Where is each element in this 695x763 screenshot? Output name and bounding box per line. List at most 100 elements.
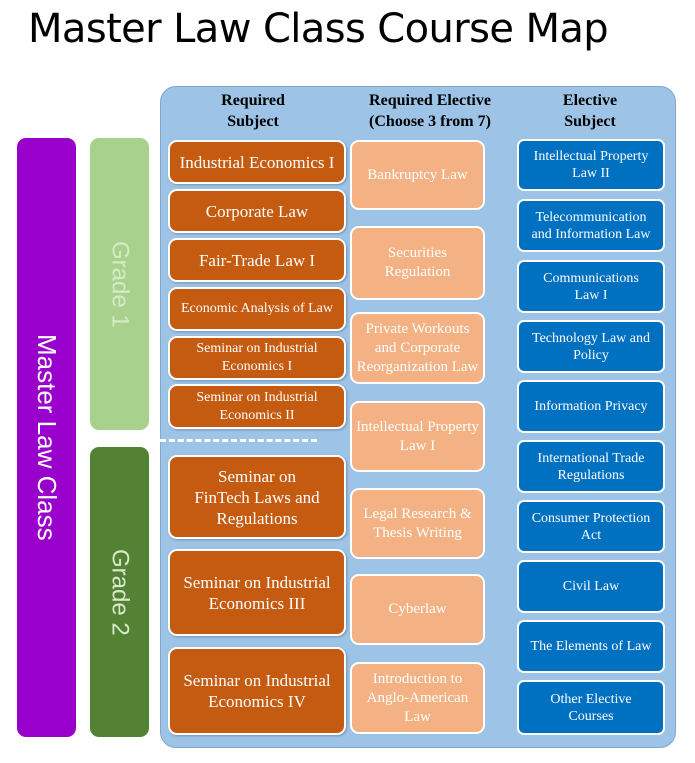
required-subject-fair-trade-law-i: Fair-Trade Law I: [168, 238, 346, 282]
course-name: Corporate Law: [206, 201, 308, 222]
course-name-line: Seminar on Industrial: [183, 572, 331, 592]
course-name-line: Consumer Protection: [531, 510, 651, 526]
required-elective-header-line1: Required Elective: [369, 92, 491, 109]
course-name-line: Policy: [573, 347, 609, 363]
course-name-line: Economics I: [221, 359, 293, 374]
course-name-line: Reorganization Law: [356, 358, 479, 375]
course-name-line: Civil Law: [562, 579, 620, 594]
course-name-line: Regulations: [557, 467, 625, 483]
course-name: Industrial Economics I: [180, 152, 335, 173]
course-name-line: Act: [580, 527, 602, 543]
course-name-line: Legal Research &: [363, 505, 472, 522]
course-name-line: Securities: [387, 245, 448, 261]
course-name-line: Private Workouts: [365, 320, 470, 337]
course-name-line: Introduction to: [372, 670, 463, 687]
required-elective-header: Required Elective (Choose 3 from 7): [345, 90, 515, 132]
required-subject-header-line1: Required: [221, 92, 285, 109]
elective-subject-information-privacy: Information Privacy: [517, 380, 665, 433]
course-name-line: Other Elective: [550, 691, 632, 707]
course-name-line: Economic Analysis of Law: [180, 301, 334, 316]
course-name-line: and Information Law: [531, 226, 651, 242]
elective-subject-header-line1: Elective: [562, 92, 618, 109]
page-title: Master Law Class Course Map: [28, 6, 609, 52]
required-subject-header-line2: Subject: [227, 113, 279, 130]
course-name-line: Industrial Economics I: [179, 152, 335, 172]
course-name-line: FinTech Laws and: [194, 487, 320, 507]
elective-subject-the-elements-of-law: The Elements of Law: [517, 620, 665, 673]
course-name-line: Cyberlaw: [388, 601, 447, 617]
required-elective-header-line2: (Choose 3 from 7): [369, 113, 491, 130]
course-name-line: Courses: [568, 708, 614, 724]
course-name-line: Communications: [543, 270, 639, 286]
program-bar: Master Law Class: [17, 138, 76, 737]
course-name-line: Intellectual Property: [533, 149, 649, 164]
course-name: The Elements of Law: [531, 638, 652, 655]
course-name-line: The Elements of Law: [530, 639, 652, 654]
course-name-line: Economics IV: [208, 692, 306, 711]
course-name-line: Anglo-American: [366, 689, 469, 706]
required-elective-bankruptcy-law: Bankruptcy Law: [350, 140, 485, 210]
elective-subject-header-line2: Subject: [564, 113, 616, 130]
course-name-line: Law I: [574, 287, 608, 303]
grade-2-label: Grade 2: [106, 548, 134, 636]
course-name-line: Fair-Trade Law I: [198, 250, 316, 270]
required-subject-header: Required Subject: [168, 90, 338, 132]
course-name-line: Seminar on: [218, 466, 296, 486]
required-subject-industrial-economics-i: Industrial Economics I: [168, 140, 346, 184]
elective-subject-civil-law: Civil Law: [517, 560, 665, 613]
course-name-line: Thesis Writing: [373, 524, 462, 541]
course-name-line: Information Privacy: [534, 399, 648, 414]
course-name-line: Bankruptcy Law: [367, 166, 468, 183]
grade-2-bar: Grade 2: [90, 447, 149, 737]
course-name-line: Technology Law and: [532, 330, 650, 346]
course-name: Information Privacy: [534, 398, 647, 415]
course-name: Cyberlaw: [388, 600, 446, 619]
course-name-line: Regulation: [384, 264, 451, 280]
grade-1-bar: Grade 1: [90, 138, 149, 430]
required-elective-cyberlaw: Cyberlaw: [350, 574, 485, 645]
required-subject-economic-analysis-of-law: Economic Analysis of Law: [168, 287, 346, 331]
course-name-line: Seminar on Industrial: [196, 389, 318, 405]
course-name: Bankruptcy Law: [367, 166, 467, 185]
required-elective-legal-research-thesis-writing: Legal Research & Thesis Writing: [350, 488, 485, 559]
grade-1-label: Grade 1: [106, 240, 134, 328]
course-name: Economic Analysis of Law: [181, 300, 333, 318]
course-name-line: Intellectual Property: [356, 418, 479, 435]
course-name: Fair-Trade Law I: [199, 250, 315, 271]
course-name-line: Corporate Law: [205, 201, 309, 221]
course-name-line: Economics II: [219, 407, 295, 423]
grade-divider: [160, 439, 317, 442]
course-name-line: Seminar on Industrial: [183, 671, 331, 690]
course-name-line: Law I: [399, 437, 436, 454]
course-name: Legal Research & Thesis Writing: [363, 505, 471, 543]
course-name-line: Seminar on Industrial: [196, 341, 318, 356]
course-name-line: Economics III: [208, 593, 306, 613]
